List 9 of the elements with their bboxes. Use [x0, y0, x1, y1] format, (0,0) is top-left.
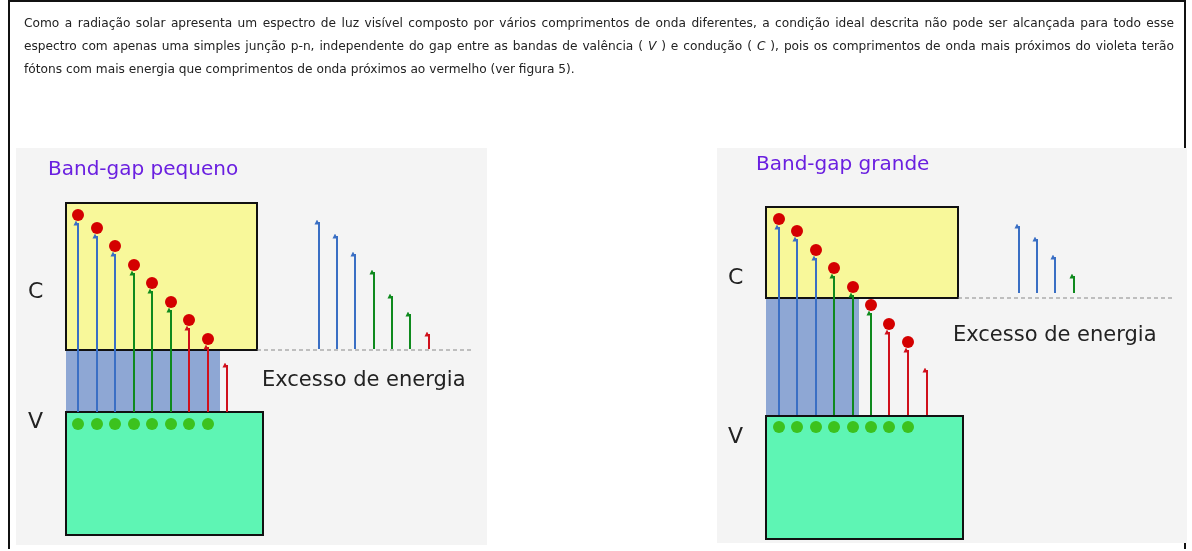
band-label: C [28, 280, 44, 302]
band-label: V [728, 425, 744, 447]
band-label: C [728, 266, 744, 288]
band-label: V [28, 410, 44, 432]
panel-title: Band-gap pequeno [48, 158, 239, 178]
energy-label: Excesso de energia [953, 324, 1157, 345]
paragraph: Como a radiação solar apresenta um espectro de luz visível composto por vários comprimentos de onda diferentes, a condição ideal descrita não pode ser alcançada para todo esse espectro com apenas uma simples junção p-n, independente do gap entre as bandas de valência ( V ) e condução ( C ), pois os comprimentos de onda mais próximos do violeta terão fótons com mais energia que comprimentos de onda próximos ao vermelho (ver figura 5). [24, 15, 1174, 78]
panel-title: Band-gap grande [756, 153, 930, 173]
energy-label: Excesso de energia [262, 369, 466, 390]
